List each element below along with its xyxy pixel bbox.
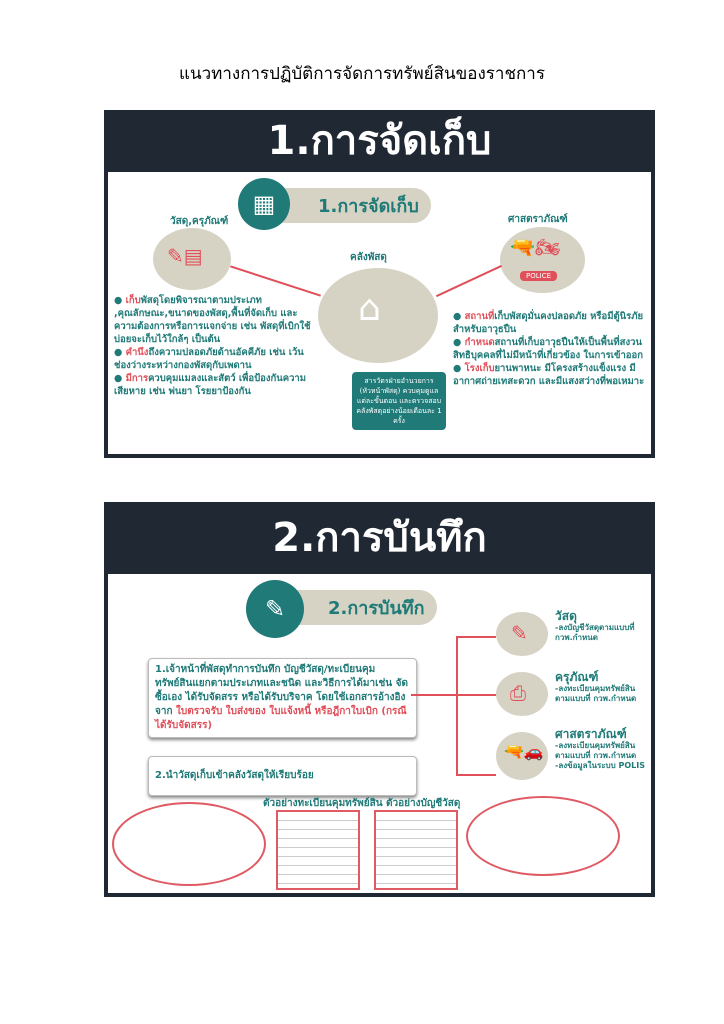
supplies-icon: ✎ [496, 612, 548, 656]
office-supplies-icon: ✎▤ [153, 228, 231, 290]
right-points: ● สถานที่เก็บพัสดุมั่นคงปลอดภัย หรือมีตู… [453, 310, 649, 388]
section2-header: 2.การบันทึก [272, 515, 487, 561]
section1-header: 1.การจัดเก็บ [267, 118, 492, 164]
printer-icon: ⎙ [496, 672, 548, 716]
connector-line [456, 774, 496, 776]
supplies-ledger-form [374, 810, 458, 890]
asset-register-form [276, 810, 360, 890]
example-asset-register: ตัวอย่างทะเบียนคุมทรัพย์สิน [263, 798, 383, 809]
left-label: วัสดุ,ครุภัณฑ์ [170, 216, 229, 227]
right-label: ศาสตราภัณฑ์ [508, 214, 568, 225]
document-edit-icon: ✎ [246, 580, 304, 638]
connector-line [411, 694, 456, 696]
point: ● สถานที่เก็บพัสดุมั่นคงปลอดภัย หรือมีตู… [453, 311, 644, 335]
left-points: ● เก็บพัสดุโดยพิจารณาตามประเภท ,คุณลักษณ… [114, 294, 314, 398]
document-title: แนวทางการปฏิบัติการจัดการทรัพย์สินของราช… [179, 64, 545, 84]
connector-line [456, 694, 496, 696]
point: ● มีการควบคุมแมลงและสัตว์ เพื่อป้องกันคว… [114, 373, 307, 397]
connector-line [230, 265, 321, 297]
center-label: คลังพัสดุ [350, 252, 387, 263]
item-equipment: ครุภัณฑ์-ลงทะเบียนคุมทรัพย์สินตามแบบที่ … [555, 670, 637, 704]
recording-step-1: 1.เจ้าหน้าที่พัสดุทำการบันทึก บัญชีวัสดุ… [148, 658, 417, 738]
section2-pill: 2.การบันทึก [278, 590, 437, 625]
item-supplies: วัสดุ-ลงบัญชีวัสดุตามแบบที่ กวพ.กำหนด [555, 609, 635, 643]
section1-pill: 1.การจัดเก็บ [268, 188, 431, 223]
connector-line [456, 636, 496, 638]
supervisor-note: สารวัตรฝ่ายอำนวยการ (หัวหน้าพัสดุ) ควบคุ… [352, 372, 446, 430]
point: ● คำนึงถึงความปลอดภัยด้านอัคคีภัย เช่น เ… [114, 347, 304, 371]
connector-line [435, 264, 503, 298]
warehouse-image: ⌂ [318, 268, 438, 363]
warehouse-icon: ▦ [238, 178, 290, 230]
connector-line [456, 636, 458, 776]
example-supplies-ledger: ตัวอย่างบัญชีวัสดุ [386, 798, 461, 809]
point: ● เก็บพัสดุโดยพิจารณาตามประเภท ,คุณลักษณ… [114, 295, 311, 345]
point: ● กำหนดสถานที่เก็บอาวุธปืนให้เป็นพื้นที่… [453, 337, 643, 361]
recording-step-2: 2.นำวัสดุเก็บเข้าคลังวัสดุให้เรียบร้อย [148, 756, 417, 796]
point: ● โรงเก็บยานพาหนะ มีโครงสร้างแข็งแรง มีอ… [453, 363, 645, 387]
storage-infographic: 1.การจัดเก็บ 1.การจัดเก็บ ▦ วัสดุ,ครุภัณ… [104, 110, 655, 458]
police-car: POLICE [520, 271, 558, 281]
item-weapons: ศาสตราภัณฑ์-ลงทะเบียนคุมทรัพย์สินตามแบบท… [555, 727, 645, 771]
weapons-vehicles-icon: 🔫🚗 [496, 732, 548, 780]
supplies-ledger-zoom [466, 796, 620, 876]
asset-register-zoom [112, 802, 266, 886]
recording-infographic: 2.การบันทึก 2.การบันทึก ✎ 1.เจ้าหน้าที่พ… [104, 502, 655, 897]
weapons-vehicles-icon: 🔫🏍POLICE [500, 227, 585, 293]
